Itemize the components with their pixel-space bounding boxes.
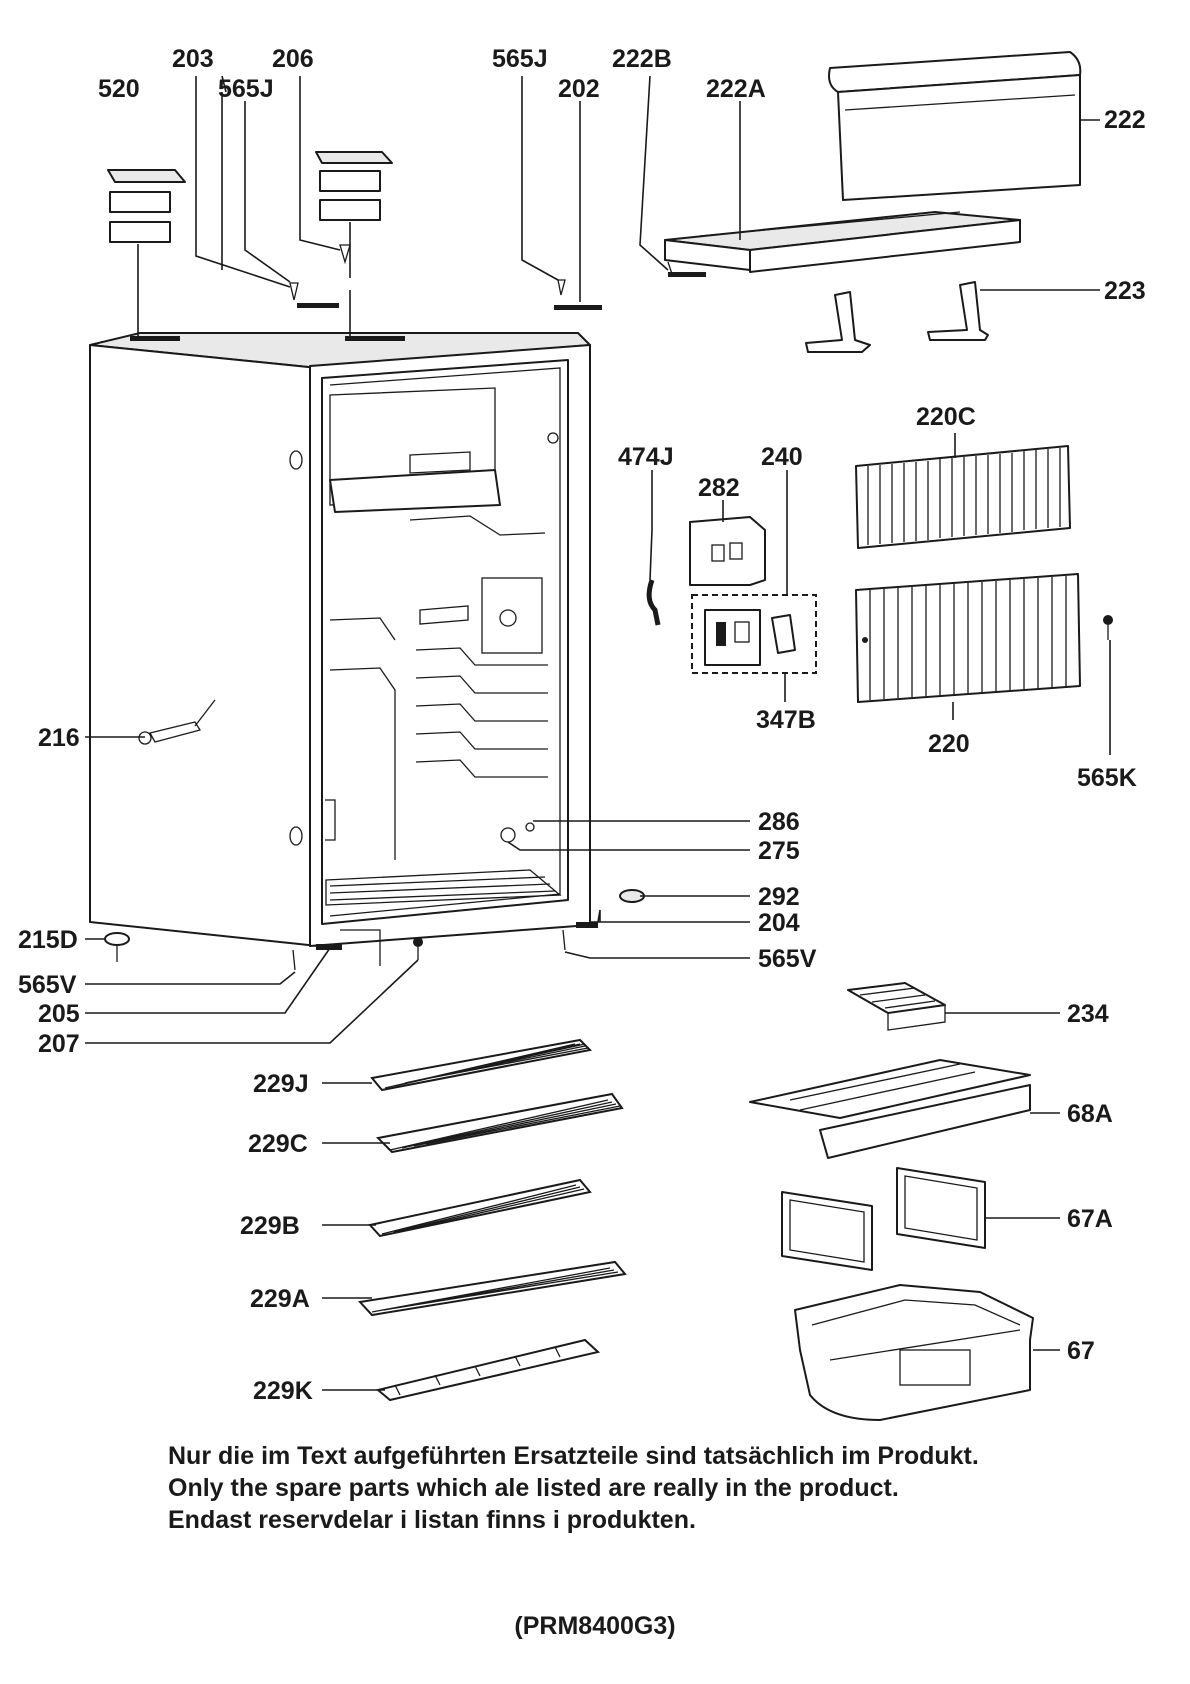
label-229c: 229C <box>248 1130 308 1158</box>
notes-block: Nur die im Text aufgeführten Ersatzteile… <box>168 1440 1168 1536</box>
ice-tray-234 <box>847 982 946 1031</box>
label-205: 205 <box>38 1000 80 1028</box>
label-220c: 220C <box>916 403 976 431</box>
part-labels: 520 203 206 565J 565J 222B 202 222A 222 … <box>18 45 1146 1405</box>
label-204: 204 <box>758 909 800 937</box>
wire-shelf-229j <box>370 1038 593 1092</box>
wire-shelf-229k <box>375 1338 601 1402</box>
label-565j-right: 565J <box>492 45 548 73</box>
note-german: Nur die im Text aufgeführten Ersatzteile… <box>168 1442 979 1470</box>
label-68a: 68A <box>1067 1100 1113 1128</box>
note-english: Only the spare parts which ale listed ar… <box>168 1474 899 1502</box>
leader-lines <box>85 75 1111 1391</box>
label-223: 223 <box>1104 277 1146 305</box>
drip-tray-68a <box>749 1059 1031 1159</box>
label-206: 206 <box>272 45 314 73</box>
shelf-panels-67a <box>781 1167 986 1271</box>
label-275: 275 <box>758 837 800 865</box>
thermostat-240 <box>691 594 817 702</box>
thermostat-cover-282 <box>689 516 766 586</box>
label-347b: 347B <box>756 706 816 734</box>
label-229j: 229J <box>253 1070 309 1098</box>
vent-grille-220 <box>855 573 1081 703</box>
capillary-474j <box>646 579 661 626</box>
screw-565k <box>1103 615 1113 640</box>
wire-shelf-229a <box>357 1260 627 1317</box>
label-474j: 474J <box>618 443 674 471</box>
screw-and-plate-203-206 <box>289 244 351 308</box>
label-240: 240 <box>761 443 803 471</box>
label-292: 292 <box>758 883 800 911</box>
vent-base-222a <box>664 211 1021 277</box>
label-67a: 67A <box>1067 1205 1113 1233</box>
top-hinge-left <box>107 169 186 336</box>
label-234: 234 <box>1067 1000 1109 1028</box>
label-202: 202 <box>558 75 600 103</box>
label-520: 520 <box>98 75 140 103</box>
label-565v-left: 565V <box>18 971 77 999</box>
label-229k: 229K <box>253 1377 313 1405</box>
screws-565v <box>292 929 566 971</box>
label-216: 216 <box>38 724 80 752</box>
vent-brackets-223 <box>805 281 989 353</box>
label-282: 282 <box>698 474 740 502</box>
top-vent-cover-222 <box>828 51 1082 201</box>
label-565v-right: 565V <box>758 945 817 973</box>
label-565j-left: 565J <box>218 75 274 103</box>
label-203: 203 <box>172 45 214 73</box>
foot-207 <box>413 937 423 960</box>
top-hinge-right <box>315 151 393 336</box>
model-number: (PRM8400G3) <box>514 1612 676 1640</box>
label-222: 222 <box>1104 106 1146 134</box>
label-215d: 215D <box>18 926 78 954</box>
wire-shelf-229b <box>368 1178 592 1238</box>
door-stop-216 <box>138 699 216 745</box>
foot-215d <box>104 932 130 962</box>
top-plate-202 <box>554 279 602 310</box>
wire-shelf-229c <box>375 1092 624 1154</box>
bottom-grid <box>325 869 562 906</box>
door-bin-67 <box>794 1284 1034 1421</box>
label-67: 67 <box>1067 1337 1095 1365</box>
fridge-cabinet <box>89 332 598 966</box>
label-222b: 222B <box>612 45 672 73</box>
label-220: 220 <box>928 730 970 758</box>
label-286: 286 <box>758 808 800 836</box>
vent-grille-220c <box>855 445 1071 549</box>
label-229a: 229A <box>250 1285 310 1313</box>
label-222a: 222A <box>706 75 766 103</box>
label-229b: 229B <box>240 1212 300 1240</box>
note-swedish: Endast reservdelar i listan finns i prod… <box>168 1506 696 1534</box>
label-565k: 565K <box>1077 764 1137 792</box>
label-207: 207 <box>38 1030 80 1058</box>
